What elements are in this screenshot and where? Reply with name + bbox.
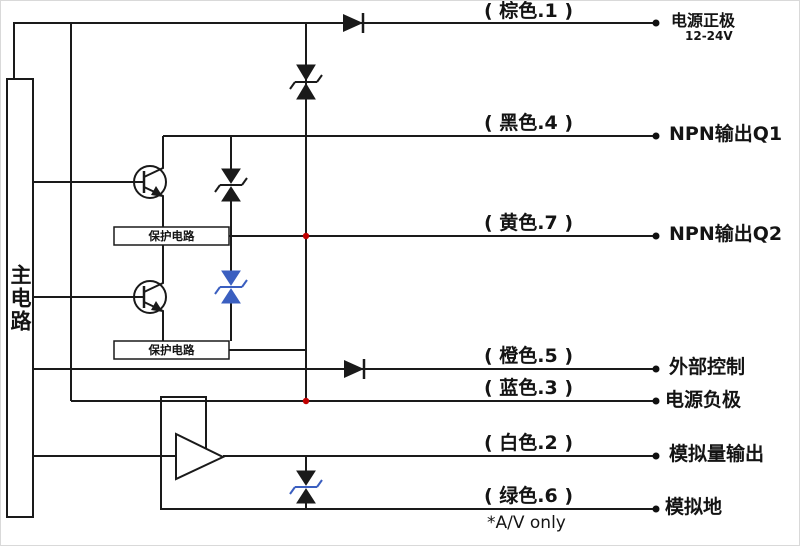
terminal-dot xyxy=(652,505,660,513)
npn-transistor-symbol-1 xyxy=(133,165,167,199)
wire-label-orange: ( 橙色.5 ) xyxy=(484,345,574,367)
t2-emitter-wire xyxy=(143,301,164,341)
wire-label-green: ( 绿色.6 ) xyxy=(484,485,574,507)
terminal-dot xyxy=(652,452,660,460)
tvs-diode-symbol-bus xyxy=(289,64,323,100)
terminal-dot xyxy=(652,19,660,27)
power-positive-wire xyxy=(13,22,656,81)
terminal-label-npn-q1: NPN输出Q1 xyxy=(669,123,783,145)
junction-dot xyxy=(302,232,310,240)
junction-dot xyxy=(302,397,310,405)
tvs-diode-symbol-2 xyxy=(214,270,248,304)
npn-transistor-symbol-2 xyxy=(133,280,167,314)
wire-label-blue: ( 蓝色.3 ) xyxy=(484,377,574,399)
terminal-label-npn-q2: NPN输出Q2 xyxy=(669,223,783,245)
terminal-label-analog-output: 模拟量输出 xyxy=(669,443,765,465)
terminal-dot xyxy=(652,232,660,240)
main-circuit-label: 主电路 xyxy=(8,263,32,333)
protection-circuit-box-2 xyxy=(113,340,230,360)
terminal-label-analog-ground: 模拟地 xyxy=(665,496,723,518)
wire-label-white: ( 白色.2 ) xyxy=(484,432,574,454)
terminal-label-voltage-range: 12-24V xyxy=(685,29,733,43)
wire-label-black: ( 黑色.4 ) xyxy=(484,112,574,134)
t1-collector-wire xyxy=(143,136,164,178)
t1-emitter-wire xyxy=(143,186,164,227)
terminal-label-power-negative: 电源负极 xyxy=(665,389,742,411)
main-circuit-box xyxy=(6,78,34,518)
protection-circuit-label-1: 保护电路 xyxy=(148,229,195,243)
tvs-diode-symbol-1 xyxy=(214,168,248,202)
diode-symbol-power xyxy=(343,13,365,33)
protection-circuit-label-2: 保护电路 xyxy=(148,343,195,357)
wire-label-brown: ( 棕色.1 ) xyxy=(484,0,574,22)
opamp-symbol xyxy=(175,432,226,481)
protection-circuit-box-1 xyxy=(113,226,230,246)
footnote-av-only: *A/V only xyxy=(487,513,566,533)
terminal-dot xyxy=(652,132,660,140)
terminal-dot xyxy=(652,365,660,373)
terminal-label-ext-control: 外部控制 xyxy=(669,356,746,378)
tvs-diode-symbol-3 xyxy=(289,470,323,504)
wire-label-yellow: ( 黄色.7 ) xyxy=(484,212,574,234)
terminal-label-power-positive: 电源正极 xyxy=(671,11,736,30)
diode-symbol-control xyxy=(344,359,366,379)
analog-ground-wire xyxy=(160,396,656,510)
terminal-dot xyxy=(652,397,660,405)
terminal-dots xyxy=(652,19,660,513)
t2-collector-wire xyxy=(143,245,164,293)
